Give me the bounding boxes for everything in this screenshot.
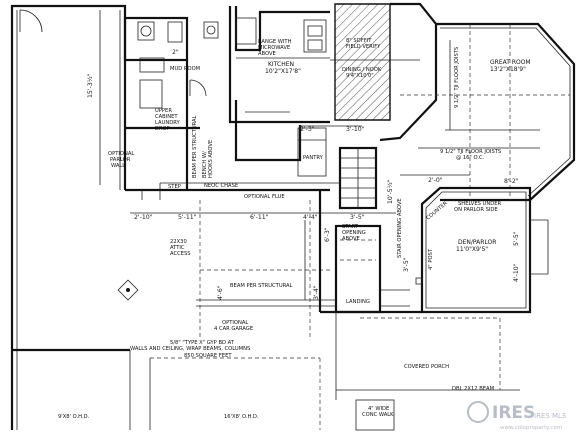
dim-8-2: 8'-2" [504, 178, 519, 185]
kitchen-block [228, 6, 330, 177]
dbl-beam-label: DBL 2X12 BEAM [452, 386, 494, 392]
mud-room-label: MUD ROOM [170, 66, 200, 72]
ires-brand: IRES [492, 403, 535, 423]
dim-5-11: 5'-11" [178, 214, 197, 221]
dim-3-5-b: 3'-5" [403, 257, 410, 272]
pantry-label: PANTRY [303, 155, 324, 161]
beam-per-structural-label: BEAM PER STRUCTURAL [230, 283, 293, 289]
dim-3-10: 3'-10" [346, 126, 365, 133]
dim-2-3: 2'-3" [300, 126, 315, 133]
structural-lines [125, 182, 520, 431]
ires-tagline: IRES MLS [534, 412, 567, 420]
ires-site: www.coloproperty.com [500, 425, 562, 431]
landing-label: LANDING [346, 299, 370, 305]
ires-watermark: IRES IRES MLS www.coloproperty.com [467, 401, 567, 431]
dim-2: 2" [172, 49, 179, 56]
beam-per-structural-v-label: BEAM PER STRUCTURAL [192, 115, 198, 178]
dimension-lines [99, 10, 540, 300]
dim-6-11: 6'-11" [250, 214, 269, 221]
great-room-block [400, 22, 576, 202]
dim-15-3-half: 15'-3½" [86, 73, 94, 98]
dim-2-10: 2'-10" [134, 214, 153, 221]
mud-room-block [123, 16, 219, 190]
dim-4-4: 4'-4" [303, 214, 318, 221]
dim-6-3: 6'-3" [324, 227, 331, 242]
dim-10-5-half: 10'-5½" [386, 179, 394, 204]
dim-4-10: 4'-10" [513, 263, 520, 282]
column-marker [117, 279, 139, 301]
covered-porch-label: COVERED PORCH [404, 364, 449, 370]
dining-soffit-area [330, 2, 438, 142]
floor-joists-upper-label: 9 1/2" TJI FLOOR JOISTS [454, 47, 460, 108]
bench-label: BENCH W/HOOKS ABOVE [202, 140, 214, 178]
garage-walls [10, 4, 321, 430]
stair-opening-label: STAIR OPENING ABOVE [397, 198, 403, 258]
ohd-left-label: 9'X8' O.H.D. [58, 414, 90, 420]
dim-3-4: 3'-4" [313, 285, 320, 300]
step-label: STEP [168, 184, 181, 190]
dim-3-5: 3'-5" [350, 214, 365, 221]
optional-flue-label: OPTIONAL FLUE [244, 194, 285, 200]
counter-label: COUNTER [425, 200, 449, 221]
neoc-chase-label: NEOC CHASE [204, 183, 238, 189]
square-feet-label: 850 SQUARE FEET [184, 353, 232, 359]
dim-2-0: 2'-0" [428, 177, 443, 184]
ires-logo-icon [467, 401, 489, 423]
floor-joists-lower-label: 9 1/2" TJI FLOOR JOISTS@ 16" O.C. [440, 149, 501, 161]
ohd-right-label: 16'X8' O.H.D. [224, 414, 259, 420]
dim-5-5: 5'-5" [513, 231, 520, 246]
post-label: 4" POST [428, 248, 434, 270]
dim-4-6: 4'-6" [217, 285, 224, 300]
den-parlor-block [415, 186, 549, 314]
